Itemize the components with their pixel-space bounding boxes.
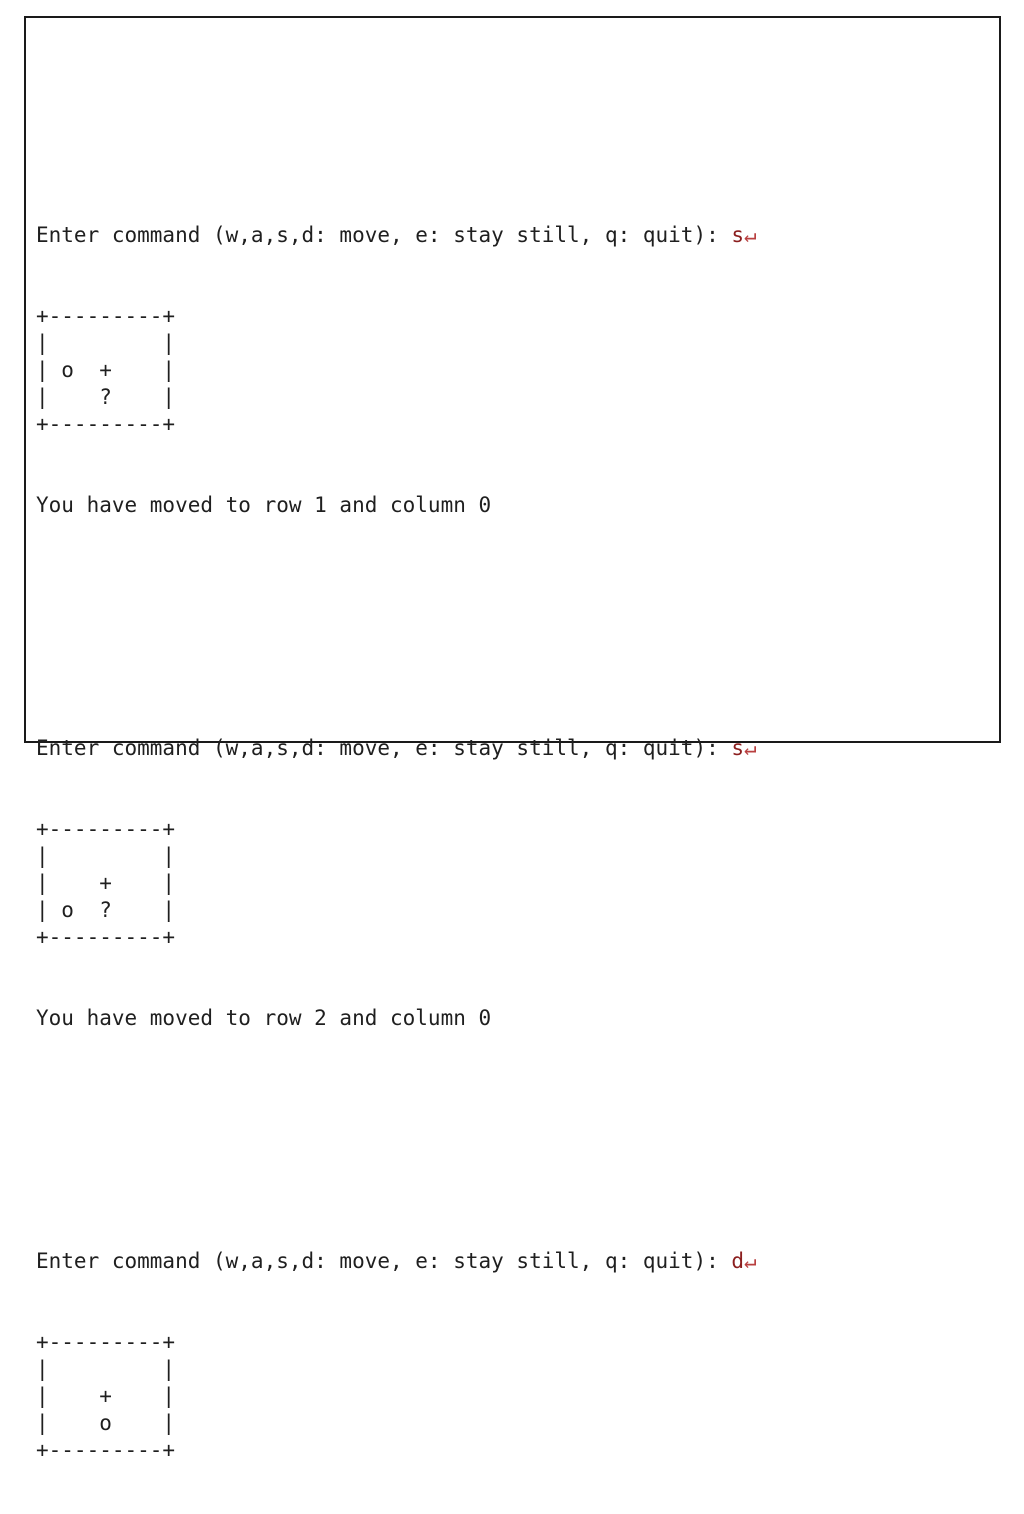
status-message: You have moved to row 2 and column 0 <box>36 1006 492 1030</box>
enter-key-icon: ↵ <box>744 736 757 760</box>
prompt-text: Enter command (w,a,s,d: move, e: stay st… <box>36 1249 732 1273</box>
enter-key-icon: ↵ <box>744 1249 757 1273</box>
prompt-text: Enter command (w,a,s,d: move, e: stay st… <box>36 736 732 760</box>
prompt-line: Enter command (w,a,s,d: move, e: stay st… <box>36 222 993 249</box>
prompt-text: Enter command (w,a,s,d: move, e: stay st… <box>36 223 732 247</box>
enter-key-icon: ↵ <box>744 223 757 247</box>
console-turn-1: Enter command (w,a,s,d: move, e: stay st… <box>36 168 993 573</box>
typed-input: d <box>731 1249 745 1273</box>
terminal-frame: Enter command (w,a,s,d: move, e: stay st… <box>24 16 1001 1462</box>
typed-input: s <box>731 223 745 247</box>
ascii-room-map: +---------+ | | | o + | | ? | +---------… <box>36 304 176 436</box>
status-message: You have moved to row 1 and column 0 <box>36 493 492 517</box>
console-output[interactable]: Enter command (w,a,s,d: move, e: stay st… <box>26 18 999 1514</box>
prompt-line: Enter command (w,a,s,d: move, e: stay st… <box>36 1248 993 1275</box>
ascii-room-map: +---------+ | | | + | | o | +---------+ <box>36 1330 176 1462</box>
ascii-room-map: +---------+ | | | + | | o ? | +---------… <box>36 817 176 949</box>
console-turn-2: Enter command (w,a,s,d: move, e: stay st… <box>36 681 993 1086</box>
prompt-line: Enter command (w,a,s,d: move, e: stay st… <box>36 735 993 762</box>
console-turn-3: Enter command (w,a,s,d: move, e: stay st… <box>36 1194 993 1514</box>
typed-input: s <box>731 736 745 760</box>
